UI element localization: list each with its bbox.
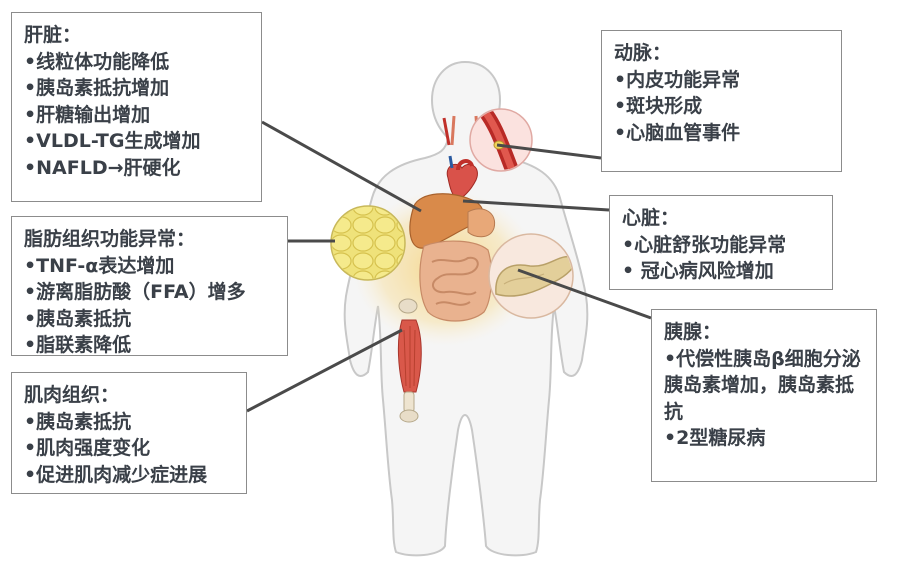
list-item: •VLDL-TG生成增加 — [24, 130, 201, 152]
muscle-info-box: 肌肉组织： •胰岛素抵抗 •肌肉强度变化 •促进肌肉减少症进展 — [11, 372, 247, 494]
artery-plaque-zoom — [469, 108, 533, 172]
pancreas-title: 胰腺： — [664, 321, 722, 343]
heart-icon — [446, 155, 478, 201]
muscle-arm-icon — [397, 298, 422, 423]
heart-info-box: 心脏： •心脏舒张功能异常 • 冠心病风险增加 — [609, 195, 833, 290]
list-item: •内皮功能异常 — [614, 68, 741, 91]
connector-muscle — [246, 328, 403, 413]
artery-info-box: 动脉： •内皮功能异常 •斑块形成 •心脑血管事件 — [601, 30, 842, 172]
muscle-title: 肌肉组织： — [24, 384, 120, 406]
list-item: •心脏舒张功能异常 — [622, 233, 787, 256]
list-item: •斑块形成 — [614, 95, 703, 117]
list-item: •线粒体功能降低 — [24, 50, 170, 73]
list-item: •胰岛素抵抗 — [24, 307, 132, 330]
list-item: •游离脂肪酸（FFA）增多 — [24, 281, 246, 303]
connector-liver — [261, 120, 422, 213]
adipose-tissue-zoom — [330, 205, 406, 281]
artery-title: 动脉： — [614, 42, 672, 64]
connector-heart — [462, 199, 610, 212]
list-item: •心脑血管事件 — [614, 121, 741, 144]
list-item: •胰岛素抵抗 — [24, 410, 132, 433]
list-item: • 冠心病风险增加 — [622, 260, 774, 282]
liver-info-box: 肝脏： •线粒体功能降低 •胰岛素抵抗增加 •肝糖输出增加 •VLDL-TG生成… — [11, 12, 262, 202]
liver-title: 肝脏： — [24, 24, 82, 46]
list-item: •TNF-α表达增加 — [24, 254, 175, 277]
heart-title: 心脏： — [622, 207, 680, 229]
list-item: •2型糖尿病 — [664, 427, 766, 449]
list-item: •促进肌肉减少症进展 — [24, 463, 208, 486]
list-item: •脂联素降低 — [24, 334, 132, 356]
liver-icon — [409, 193, 496, 249]
list-item: •肌肉强度变化 — [24, 437, 151, 459]
list-item: •肝糖输出增加 — [24, 103, 151, 126]
intestines-icon — [419, 240, 493, 322]
adipose-title: 脂肪组织功能异常： — [24, 228, 196, 250]
pancreas-info-box: 胰腺： •代偿性胰岛β细胞分泌胰岛素增加，胰岛素抵抗 •2型糖尿病 — [651, 309, 877, 482]
connector-lines — [246, 120, 652, 413]
list-item: •胰岛素抵抗增加 — [24, 77, 170, 99]
connector-pancreas — [517, 268, 652, 320]
connector-artery — [496, 143, 602, 160]
list-item: •NAFLD→肝硬化 — [24, 156, 181, 179]
adipose-info-box: 脂肪组织功能异常： •TNF-α表达增加 •游离脂肪酸（FFA）增多 •胰岛素抵… — [11, 216, 288, 356]
list-item: •代偿性胰岛β细胞分泌胰岛素增加，胰岛素抵抗 — [664, 347, 861, 423]
